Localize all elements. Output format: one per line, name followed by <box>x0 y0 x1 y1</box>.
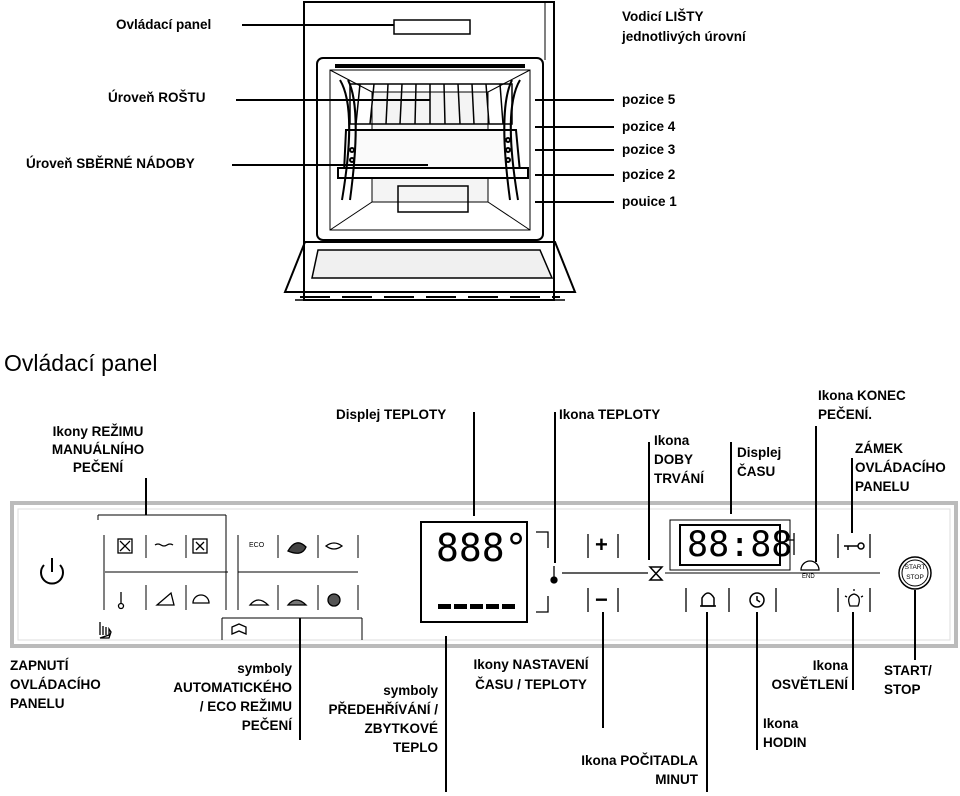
label-manual-icons-2: MANUÁLNÍHO <box>51 442 145 457</box>
side-rails <box>339 79 521 201</box>
temp-icon-bracket <box>536 531 558 613</box>
start-stop-button-start[interactable]: START <box>904 564 926 571</box>
dome-icon <box>192 594 210 604</box>
label-manual-icons-3: PEČENÍ <box>72 460 124 475</box>
label-control-panel: Ovládací panel <box>116 17 212 32</box>
label-duration-3: TRVÁNÍ <box>654 471 705 486</box>
light-icon <box>844 589 864 607</box>
label-position-2: pozice 2 <box>622 167 676 182</box>
pie-icon <box>327 593 341 607</box>
label-preheat-1: symboly <box>383 683 438 698</box>
label-auto-3: / ECO REŽIMU <box>199 699 292 714</box>
label-position-5: pozice 5 <box>622 92 676 107</box>
roast-icon <box>287 542 307 554</box>
label-preheat-2: PŘEDEHŘÍVÁNÍ / <box>328 702 438 717</box>
clock-icon <box>749 592 765 608</box>
label-tray-level: Úroveň SBĚRNÉ NÁDOBY <box>26 156 195 171</box>
label-auto-4: PEČENÍ <box>241 718 292 733</box>
label-end-2: PEČENÍ. <box>818 407 873 422</box>
start-stop-button-stop[interactable]: STOP <box>906 574 924 581</box>
hourglass-icon <box>648 566 664 581</box>
fan-icon <box>117 538 133 554</box>
label-auto-1: symboly <box>237 661 292 676</box>
oven-leaders <box>232 24 614 203</box>
label-rails-1: Vodicí LIŠTY <box>622 9 704 24</box>
temperature-display-value: 888° <box>436 526 528 570</box>
end-icon <box>800 560 820 571</box>
book-icon <box>231 623 247 635</box>
label-power-2: OVLÁDACÍHO <box>10 677 101 692</box>
hand-icon <box>99 622 112 639</box>
time-display <box>665 519 880 574</box>
manual-mode-grid <box>97 514 228 610</box>
label-temp-icon: Ikona TEPLOTY <box>559 407 661 422</box>
label-preheat-3: ZBYTKOVÉ <box>364 721 438 736</box>
label-lock-1: ZÁMEK <box>855 441 903 456</box>
lock-light-brackets <box>837 534 871 612</box>
label-rack-level: Úroveň ROŠTU <box>108 90 206 105</box>
time-display-value: 88:88 <box>687 525 793 565</box>
plus-button[interactable]: + <box>595 532 608 557</box>
label-duration-2: DOBY <box>654 452 694 467</box>
grill-icon <box>154 543 174 547</box>
label-clock-2: HODIN <box>763 735 807 750</box>
minus-button[interactable]: − <box>595 587 608 612</box>
label-auto-2: AUTOMATICKÉHO <box>173 680 292 695</box>
label-manual-icons-1: Ikony REŽIMU <box>52 424 144 439</box>
label-lock-3: PANELU <box>855 479 910 494</box>
label-position-1: pouice 1 <box>622 194 677 209</box>
label-preheat-4: TEPLO <box>392 740 438 755</box>
bell-clock-brackets <box>685 533 795 612</box>
temperature-display <box>420 521 528 623</box>
cake-icon <box>286 599 308 606</box>
label-time-display-2: ČASU <box>737 464 776 479</box>
label-rails-2: jednotlivých úrovní <box>622 29 746 44</box>
label-lock-2: OVLÁDACÍHO <box>855 460 946 475</box>
label-power-1: ZAPNUTÍ <box>10 658 69 673</box>
power-icon <box>40 558 64 585</box>
label-timer-2: MINUT <box>655 772 698 787</box>
label-duration-1: Ikona <box>654 433 690 448</box>
label-time-display-1: Displej <box>737 445 782 460</box>
rack-wires <box>355 83 504 125</box>
pizza-icon <box>155 591 175 606</box>
label-light-2: OSVĚTLENÍ <box>771 677 848 692</box>
label-set-icons-1: Ikony NASTAVENÍ <box>473 657 589 672</box>
tray <box>337 129 529 179</box>
label-clock-1: Ikona <box>763 716 799 731</box>
bell-icon <box>700 592 716 607</box>
auto-icons <box>231 542 344 635</box>
panel-frame <box>10 501 958 648</box>
panel-leaders <box>145 412 916 792</box>
end-button[interactable]: END <box>802 574 815 580</box>
oven-door <box>283 241 577 301</box>
section-title: Ovládací panel <box>4 350 158 376</box>
label-end-1: Ikona KONEC <box>818 388 906 403</box>
label-light-1: Ikona <box>812 658 848 673</box>
eco-button[interactable]: ECO <box>249 542 265 549</box>
bread-icon <box>248 599 270 606</box>
fish-icon <box>324 542 344 550</box>
start-stop-button-shape <box>898 556 932 590</box>
label-position-4: pozice 4 <box>622 119 676 134</box>
label-timer-1: Ikona POČITADLA <box>581 753 698 768</box>
label-start-stop-2: STOP <box>884 682 921 697</box>
fan-grill-icon <box>192 538 208 554</box>
label-set-icons-2: ČASU / TEPLOTY <box>475 677 587 692</box>
manual-icons <box>117 538 210 610</box>
plus-minus-brackets <box>562 534 648 612</box>
label-start-stop-1: START/ <box>884 663 932 678</box>
auto-mode-grid <box>221 535 363 640</box>
label-position-3: pozice 3 <box>622 142 676 157</box>
label-temp-display: Displej TEPLOTY <box>336 407 447 422</box>
label-power-3: PANELU <box>10 696 65 711</box>
key-icon <box>844 542 865 550</box>
